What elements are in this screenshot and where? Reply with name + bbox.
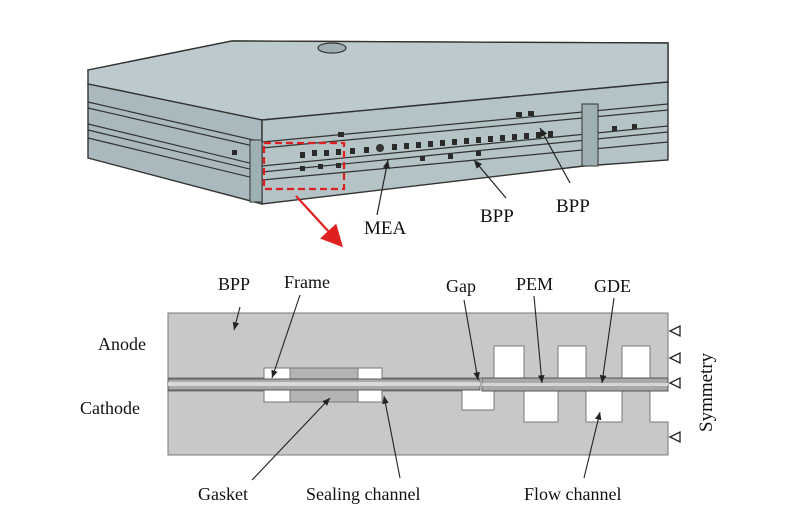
label-mea: MEA — [364, 218, 407, 239]
anode-plate — [167, 312, 669, 379]
label-gde: GDE — [594, 276, 631, 296]
label-gasket: Gasket — [198, 484, 248, 504]
cathode-plate — [167, 390, 669, 456]
zoom-arrow — [295, 195, 343, 248]
label-pem: PEM — [516, 274, 553, 294]
cross-section-view: BPP Frame Gap PEM GDE Anode Cathode Symm… — [80, 272, 717, 504]
label-frame: Frame — [284, 272, 330, 292]
stack-3d-view: MEA BPP BPP — [87, 40, 669, 248]
flow-field-marks — [232, 111, 637, 171]
highlight-box — [262, 141, 346, 191]
label-sealing-channel: Sealing channel — [306, 484, 420, 504]
label-flow-channel: Flow channel — [524, 484, 621, 504]
mea-leader — [376, 159, 390, 216]
label-bpp-lower: BPP — [480, 206, 514, 227]
label-bpp-upper: BPP — [556, 196, 590, 217]
label-symmetry: Symmetry — [696, 352, 717, 432]
label-gap: Gap — [446, 276, 476, 296]
symmetry-markers — [668, 324, 681, 444]
label-bpp: BPP — [218, 274, 250, 294]
bpp-lower-leader — [473, 159, 507, 199]
label-cathode: Cathode — [80, 398, 140, 418]
stack-port-hole — [317, 42, 347, 54]
bpp-upper-leader — [539, 127, 571, 184]
label-anode: Anode — [98, 334, 146, 354]
